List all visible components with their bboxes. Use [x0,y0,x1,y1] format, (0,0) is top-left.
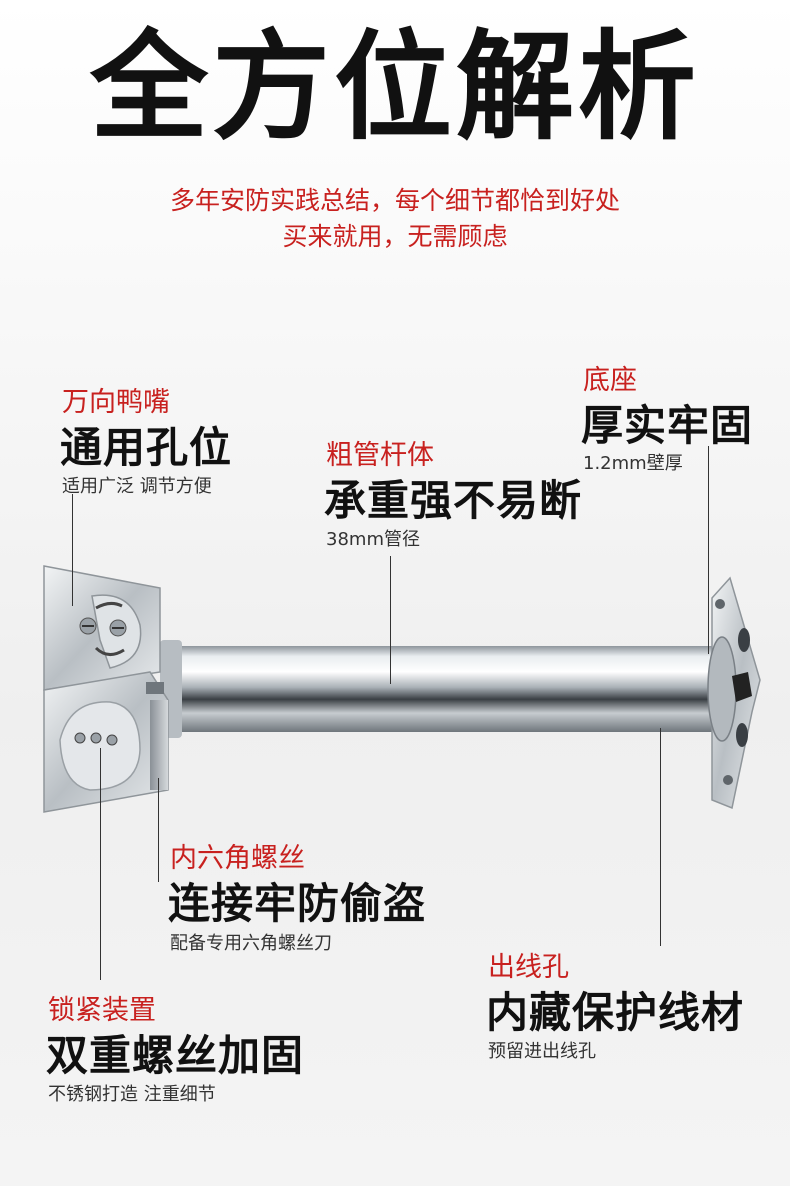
hexscrew-note: 配备专用六角螺丝刀 [170,933,332,954]
base-flange [707,576,761,810]
outlet-note: 预留进出线孔 [488,1041,596,1062]
duckbill-category: 万向鸭嘴 [62,387,170,418]
pipe-headline: 承重强不易断 [324,476,583,525]
base-category: 底座 [583,365,637,396]
subtitle-line-2: 买来就用，无需顾虑 [282,222,508,251]
hexscrew-category: 内六角螺丝 [170,843,305,874]
base-headline: 厚实牢固 [581,401,754,450]
leader-line-outlet [660,728,661,946]
duckbill-headline: 通用孔位 [60,423,233,472]
lock-note: 不锈钢打造 注重细节 [48,1084,216,1105]
hexscrew-headline: 连接牢防偷盗 [168,879,427,928]
duckbill-note: 适用广泛 调节方便 [62,476,212,497]
lock-category: 锁紧装置 [48,995,156,1026]
leader-line-base [708,446,709,654]
leader-line-pipe [390,556,391,684]
base-note: 1.2mm壁厚 [583,453,683,474]
leader-line-lock [100,748,101,980]
pipe-note: 38mm管径 [326,529,420,550]
duckbill-head [43,565,169,813]
outlet-category: 出线孔 [488,952,569,983]
leader-line-hexscrew [158,778,159,882]
page-title: 全方位解析 [89,18,700,156]
subtitle-line-1: 多年安防实践总结，每个细节都恰到好处 [169,186,620,215]
leader-line-duckbill [72,494,73,606]
pipe-category: 粗管杆体 [326,440,434,471]
pipe [160,640,725,738]
lock-headline: 双重螺丝加固 [46,1031,305,1080]
outlet-headline: 内藏保护线材 [486,988,745,1037]
